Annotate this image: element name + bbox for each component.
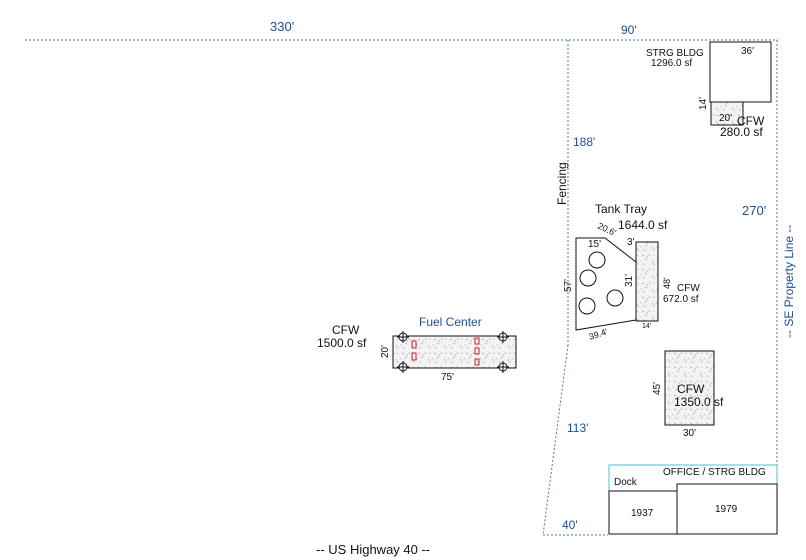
se-property-line-label: -- SE Property Line -- (782, 225, 796, 338)
fuel-center-height-dimension: 20' (380, 345, 391, 358)
fuel-center-name: Fuel Center (419, 315, 482, 329)
fuel-center-width-dimension: 75' (441, 372, 454, 383)
south-dimension: 40' (562, 518, 578, 532)
fuel-center-canopy (392, 335, 517, 369)
tank-circle (578, 297, 596, 315)
storage-cfw-label: CFW (737, 114, 765, 128)
fuel-center-area: 1500.0 sf (317, 336, 367, 350)
dock-label: Dock (614, 477, 638, 488)
building-1937-year: 1937 (631, 508, 654, 519)
tank-tray-left-dimension: 57' (563, 279, 574, 292)
tank-tray-bottom-dimension: 39.4' (588, 326, 610, 342)
tank-tray-name: Tank Tray (595, 202, 647, 216)
building-1979-year: 1979 (715, 504, 738, 515)
office-building-name: OFFICE / STRG BLDG (663, 467, 766, 478)
storage-side-dimension: 14' (698, 97, 709, 110)
storage-width-dimension: 36' (741, 46, 754, 57)
fence-lower-line (542, 344, 569, 536)
tank-tray-inner-dimension: 31' (624, 274, 635, 287)
east-concrete-pad (664, 350, 715, 426)
tank-tray-pad (635, 241, 659, 322)
fencing-label: Fencing (555, 162, 569, 205)
fuel-pump-island (411, 337, 480, 366)
tank-tray-area: 1644.0 sf (618, 218, 668, 232)
east-pad-area: 1350.0 sf (674, 395, 724, 409)
east-pad-height-dimension: 45' (652, 382, 663, 395)
tank-circle (606, 289, 624, 307)
tank-circle (579, 269, 597, 287)
storage-lean-to (710, 101, 744, 126)
fence-lower-dimension: 113' (567, 421, 588, 435)
highway-label: -- US Highway 40 -- (316, 542, 430, 557)
tank-pad-width-dimension: 14' (642, 323, 651, 330)
east-dimension: 270' (742, 203, 766, 218)
tank-tray-diagonal-dimension: 20.6' (596, 221, 618, 238)
fuel-center-cfw-label: CFW (332, 323, 360, 337)
tank-pad-area: 672.0 sf (663, 294, 699, 305)
north-east-dimension: 90' (621, 23, 637, 37)
storage-building (709, 41, 772, 103)
storage-building-area: 1296.0 sf (651, 58, 692, 69)
tank-tray-notch-dimension: 3' (627, 237, 635, 248)
east-pad-width-dimension: 30' (683, 428, 696, 439)
north-dimension: 330' (270, 19, 294, 34)
tank-pad-height-dimension: 48' (662, 277, 672, 289)
canopy-column (397, 331, 509, 373)
east-pad-label: CFW (677, 382, 705, 396)
tank-circle (588, 251, 606, 269)
tank-tray-top-dimension: 15' (588, 239, 601, 250)
storage-cfw-area: 280.0 sf (720, 125, 763, 139)
fence-upper-dimension: 188' (573, 135, 595, 149)
storage-lean-dimension: 20' (719, 113, 732, 124)
storage-building-name: STRG BLDG (646, 48, 704, 59)
building-1979 (676, 483, 778, 535)
tank-pad-label: CFW (677, 283, 700, 294)
dock-section (608, 490, 678, 535)
